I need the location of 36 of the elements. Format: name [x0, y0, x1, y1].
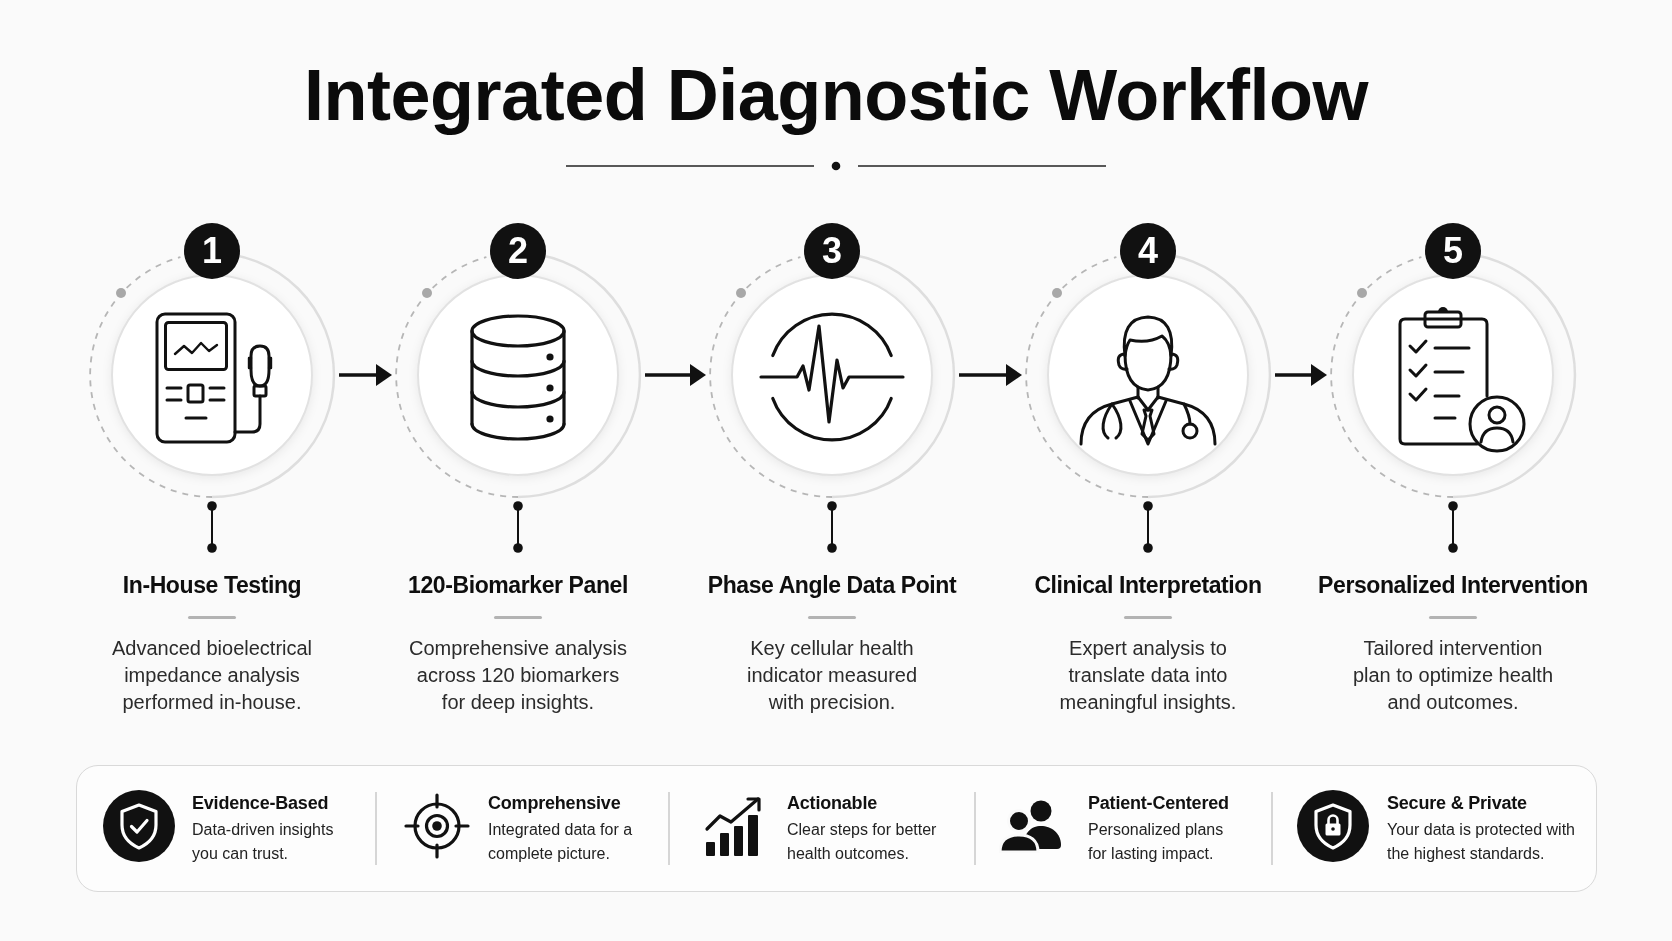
- dot-connector-line: [513, 501, 523, 553]
- feature-title: Evidence-Based: [192, 792, 329, 814]
- feature-description: Integrated data for a complete picture.: [488, 820, 634, 864]
- feature-description: Data-driven insights you can trust.: [192, 820, 335, 864]
- step-number-badge: 4: [1120, 223, 1176, 279]
- step-number-badge: 5: [1425, 223, 1481, 279]
- step-description: Expert analysis to translate data into meaningful insights.: [1058, 636, 1238, 715]
- step-title: Clinical Interpretation: [1034, 571, 1262, 600]
- step-description: Key cellular health indicator measured with precision.: [745, 636, 919, 715]
- feature-description: Your data is protected with the highest standards.: [1387, 820, 1576, 864]
- features-panel: [76, 765, 1597, 892]
- step-number-badge: 3: [804, 223, 860, 279]
- flow-arrow: [1275, 364, 1327, 386]
- step-title: Personalized Intervention: [1318, 571, 1588, 600]
- step-title: 120-Biomarker Panel: [408, 571, 628, 600]
- flow-arrow: [959, 364, 1022, 386]
- feature-title: Actionable: [787, 792, 877, 814]
- feature-title: Secure & Private: [1387, 792, 1527, 814]
- flow-arrow: [645, 364, 706, 386]
- feature-description: Personalized plans for lasting impact.: [1088, 820, 1225, 864]
- step-description: Advanced bioelectrical impedance analysis performed in-house.: [110, 636, 314, 715]
- dot-connector-line: [1143, 501, 1153, 553]
- feature-description: Clear steps for better health outcomes.: [787, 820, 938, 864]
- step-description: Comprehensive analysis across 120 biomarkers for deep insights.: [408, 636, 628, 715]
- page-title: Integrated Diagnostic Workflow: [304, 54, 1368, 137]
- dot-connector-line: [1448, 501, 1458, 553]
- step-title: Phase Angle Data Point: [707, 571, 957, 600]
- flow-arrow: [339, 364, 392, 386]
- dot-connector-line: [207, 501, 217, 553]
- step-number-badge: 2: [490, 223, 546, 279]
- feature-title: Comprehensive: [488, 792, 621, 814]
- step-number-badge: 1: [184, 223, 240, 279]
- step-description: Tailored intervention plan to optimize health and outcomes.: [1351, 636, 1555, 715]
- dot-connector-line: [827, 501, 837, 553]
- feature-title: Patient-Centered: [1088, 792, 1229, 814]
- step-title: In-House Testing: [122, 571, 302, 600]
